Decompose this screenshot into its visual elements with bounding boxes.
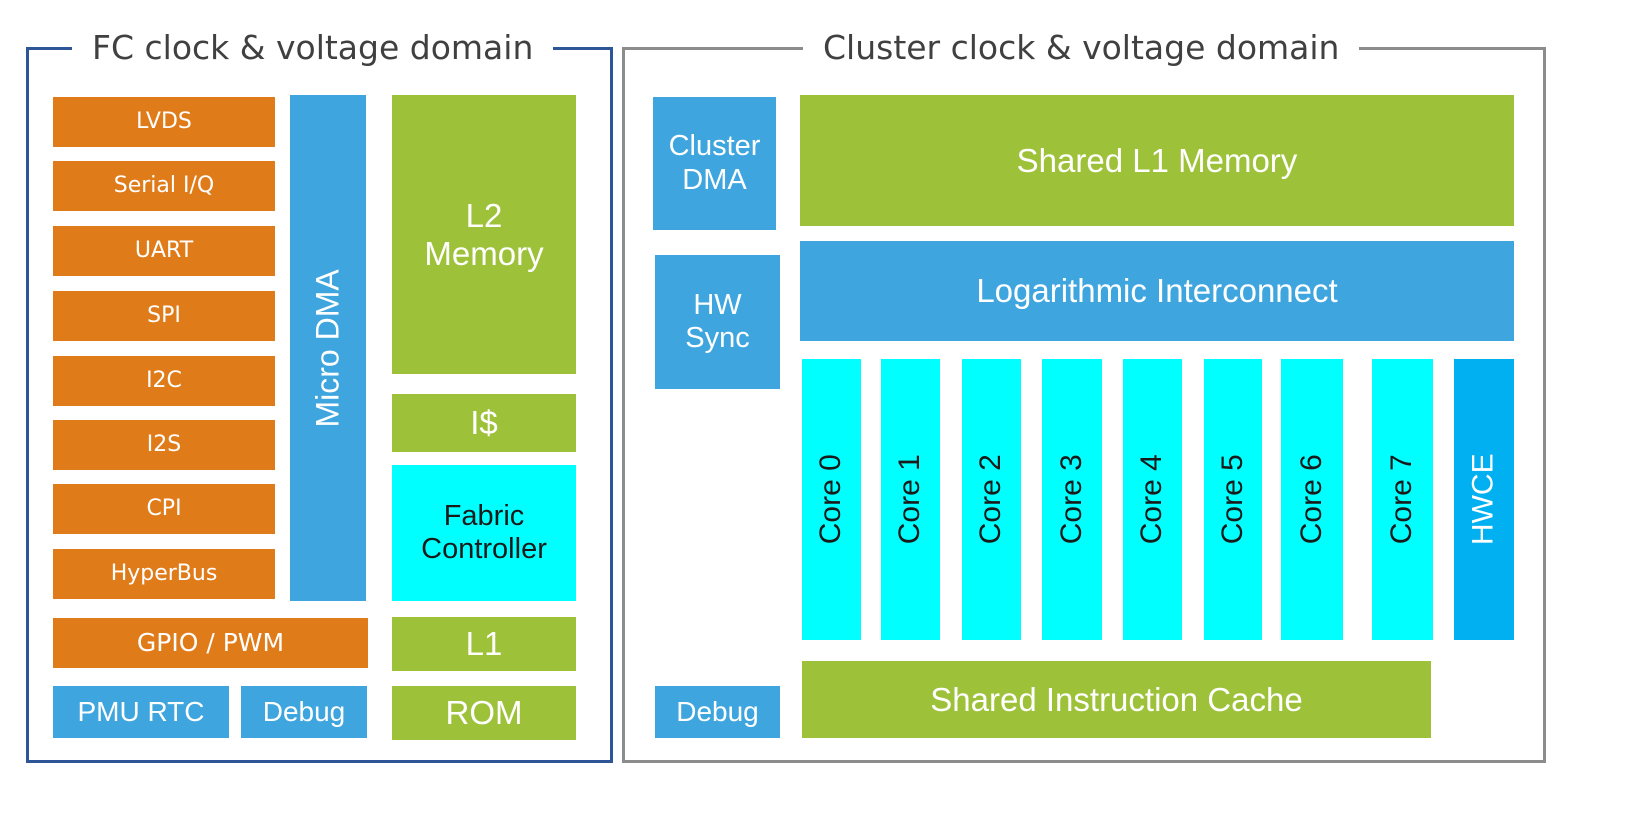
peripheral-lvds: LVDS [53,97,275,147]
gpio-pwm-block: GPIO / PWM [53,618,368,668]
l1-block: L1 [392,617,576,671]
core-4-block: Core 4 [1123,359,1182,640]
core-1-block: Core 1 [881,359,940,640]
cluster-domain-title: Cluster clock & voltage domain [803,31,1360,64]
icache-block: I$ [392,394,576,452]
peripheral-uart: UART [53,226,275,276]
logarithmic-interconnect-block: Logarithmic Interconnect [800,241,1514,341]
hw-sync-block: HW Sync [655,255,780,389]
micro-dma-block: Micro DMA [290,95,366,601]
peripheral-spi: SPI [53,291,275,341]
core-3-block: Core 3 [1042,359,1102,640]
core-7-block: Core 7 [1372,359,1433,640]
core-5-block: Core 5 [1204,359,1262,640]
core-2-block: Core 2 [962,359,1021,640]
pmu-rtc-block: PMU RTC [53,686,229,738]
core-0-block: Core 0 [802,359,861,640]
peripheral-i2s: I2S [53,420,275,470]
shared-instruction-cache-block: Shared Instruction Cache [802,661,1431,738]
shared-l1-memory-block: Shared L1 Memory [800,95,1514,226]
cluster-dma-block: Cluster DMA [653,97,776,230]
rom-block: ROM [392,686,576,740]
fc-debug-block: Debug [241,686,367,738]
peripheral-cpi: CPI [53,484,275,534]
fc-domain-title: FC clock & voltage domain [72,31,554,64]
cluster-debug-block: Debug [655,686,780,738]
fabric-controller-block: Fabric Controller [392,465,576,601]
hwce-block: HWCE [1454,359,1514,640]
core-6-block: Core 6 [1281,359,1343,640]
peripheral-serial-iq: Serial I/Q [53,161,275,211]
peripheral-hyperbus: HyperBus [53,549,275,599]
l2-memory-block: L2 Memory [392,95,576,374]
peripheral-i2c: I2C [53,356,275,406]
